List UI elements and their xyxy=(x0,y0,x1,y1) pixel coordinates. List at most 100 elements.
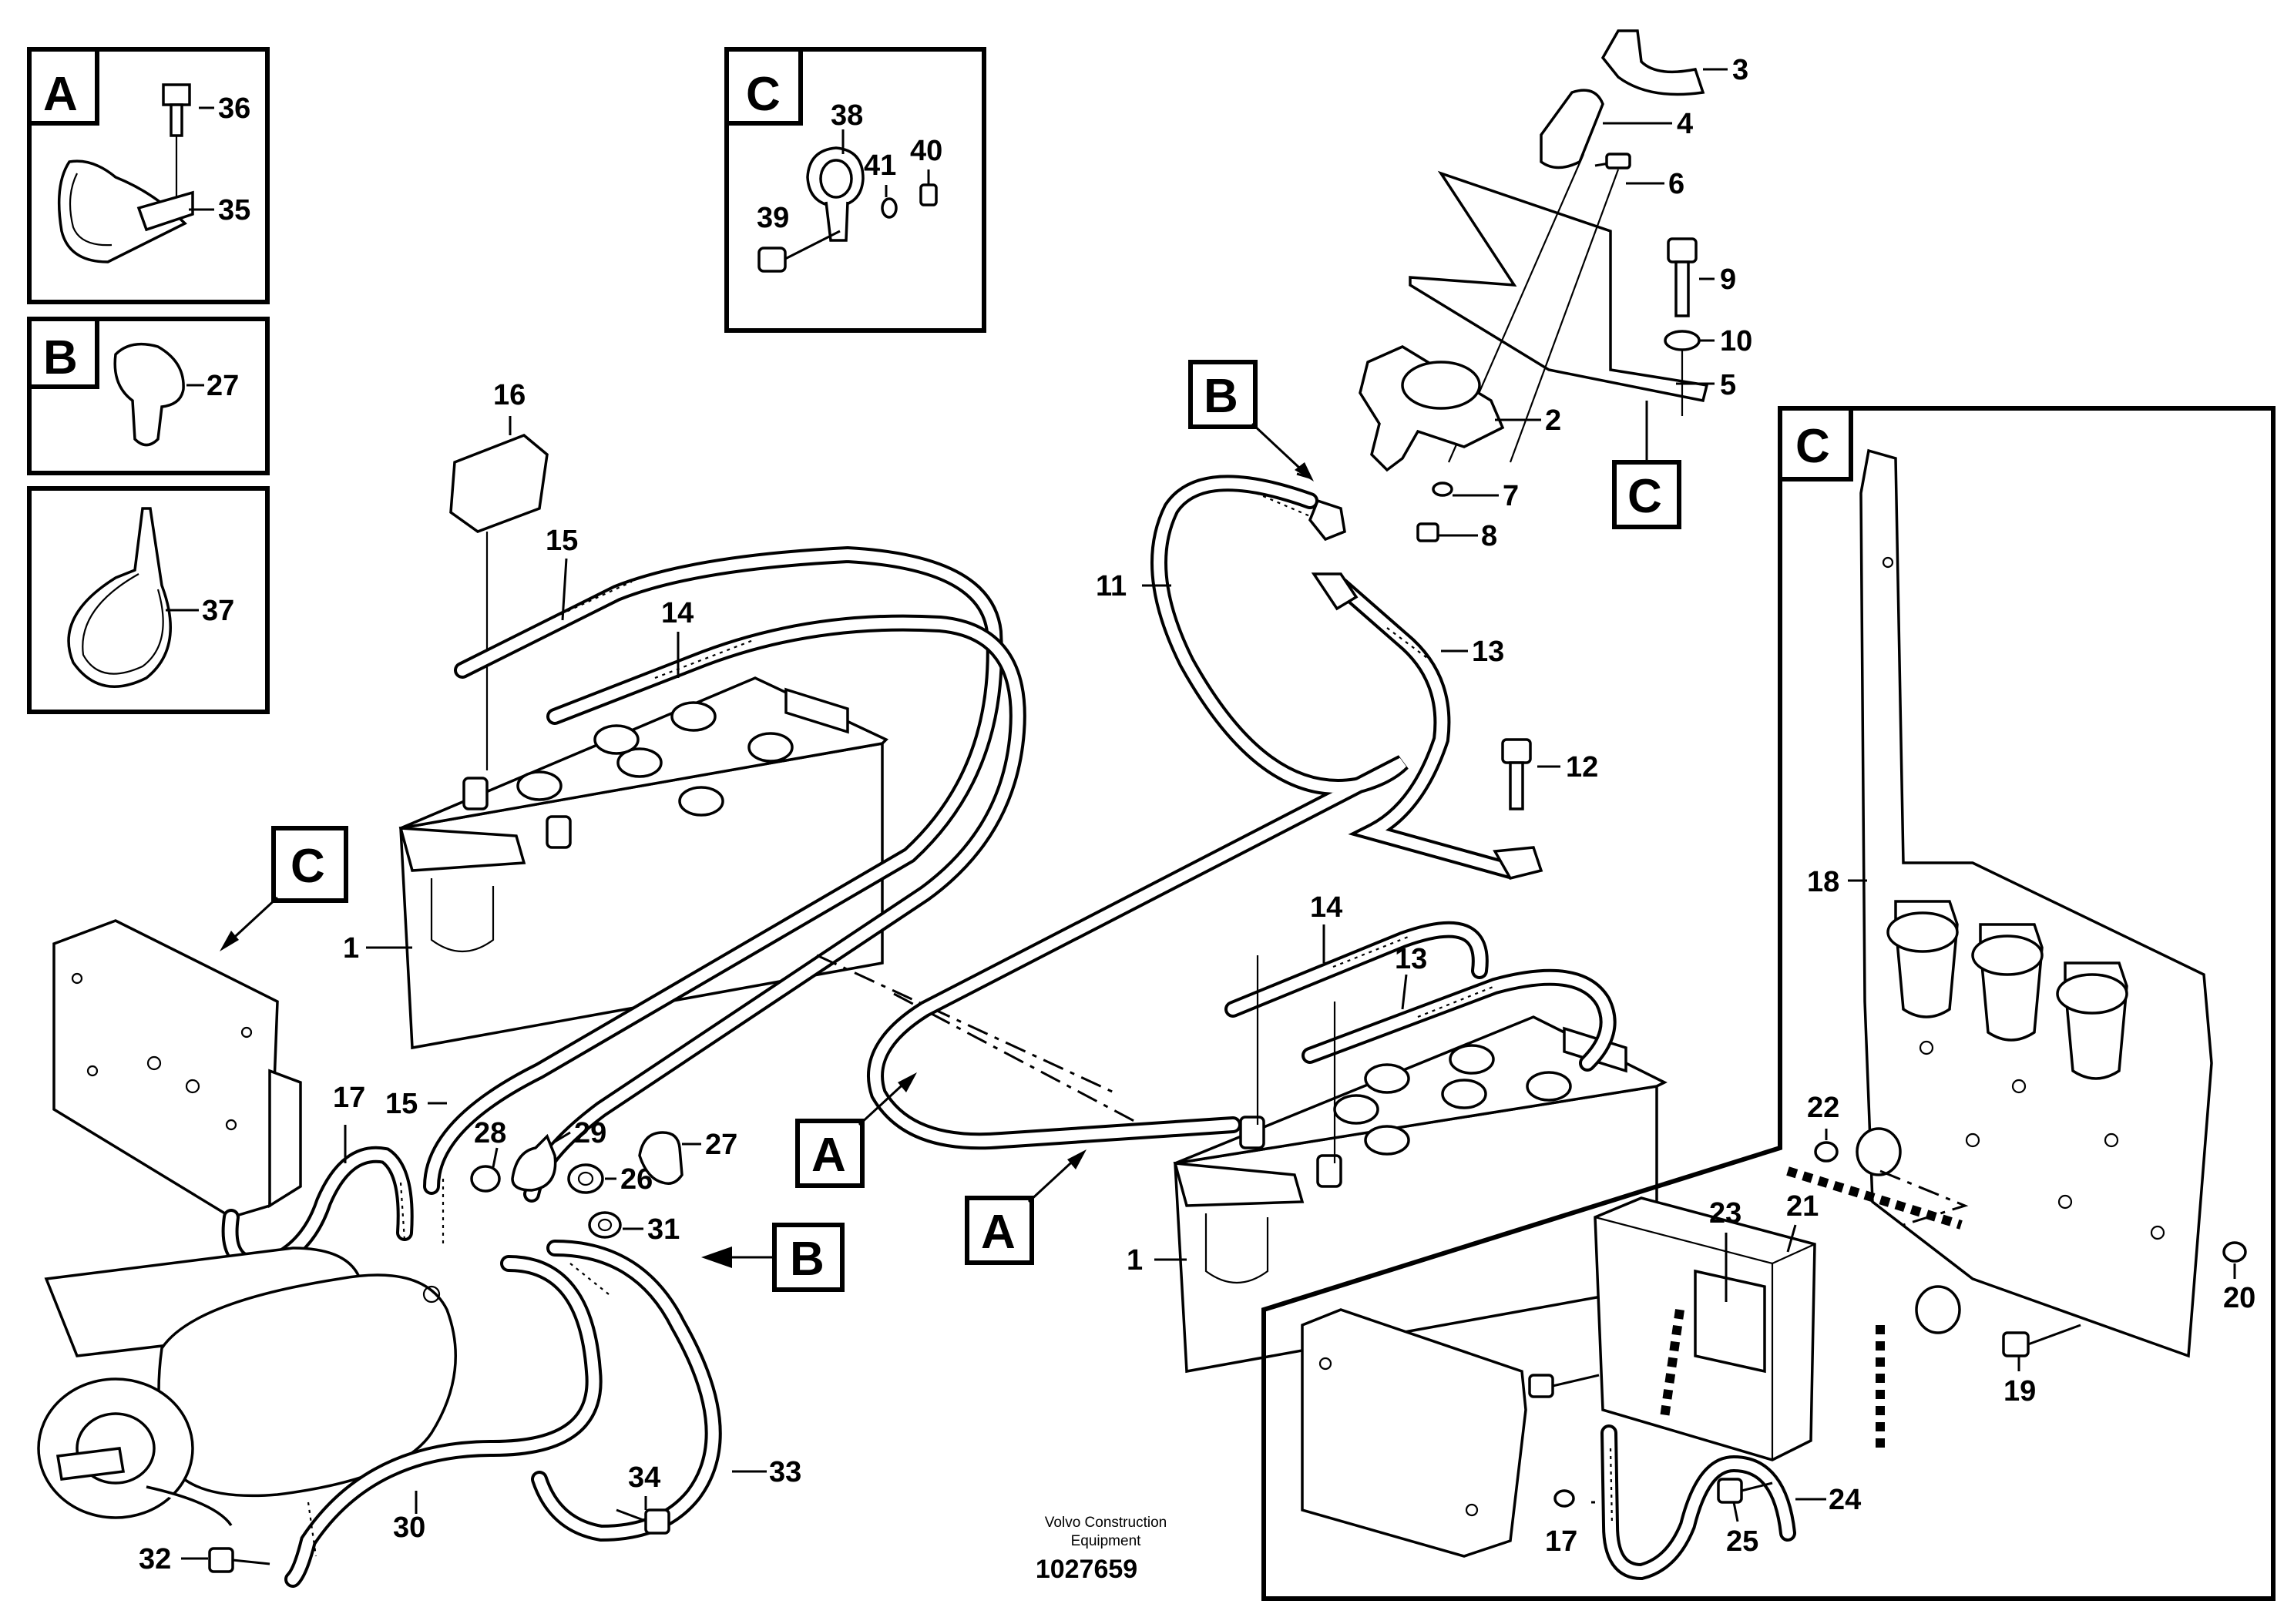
callout-13-top: 13 xyxy=(1472,636,1504,668)
cap-27 xyxy=(638,1131,683,1185)
callout-8: 8 xyxy=(1481,520,1497,552)
main-switch-assembly: 5 3 4 6 2 7 8 9 10 xyxy=(1359,29,1752,552)
nut-8 xyxy=(1416,522,1439,542)
callout-31: 31 xyxy=(647,1213,680,1246)
inset-b: B 27 xyxy=(27,317,270,475)
cable-tie-37 xyxy=(67,507,172,688)
callout-5: 5 xyxy=(1720,369,1736,401)
callout-30: 30 xyxy=(393,1512,425,1544)
svg-text:A: A xyxy=(811,1129,846,1182)
cable-17-detail: 17 xyxy=(1545,1424,1796,1581)
bolt-39 xyxy=(757,247,787,273)
callout-25: 25 xyxy=(1726,1525,1758,1558)
relays xyxy=(1886,900,2128,1080)
starter-motor xyxy=(37,1247,457,1527)
callout-19: 19 xyxy=(2003,1375,2036,1408)
credit-line-2: Equipment xyxy=(1071,1533,1142,1549)
callout-1-upper: 1 xyxy=(343,932,359,965)
svg-text:B: B xyxy=(1204,370,1238,423)
cable-13: 13 xyxy=(1311,572,1519,879)
inset-c-top: C 38 39 41 40 xyxy=(724,47,986,333)
cable-33: 33 xyxy=(531,1240,801,1542)
svg-text:C: C xyxy=(1627,470,1662,523)
detail-c-letter: C xyxy=(1795,420,1830,473)
cable-15-lower: 15 xyxy=(385,1088,447,1248)
inset-a-letter: A xyxy=(43,68,78,121)
rubber-mounts xyxy=(1856,1127,1961,1334)
callout-12: 12 xyxy=(1566,751,1598,783)
callout-23: 23 xyxy=(1709,1197,1741,1230)
callout-10: 10 xyxy=(1720,325,1752,357)
washer-31: 31 xyxy=(588,1211,680,1246)
callout-14-upper: 14 xyxy=(661,597,694,629)
callout-35: 35 xyxy=(218,194,250,226)
washer-22: 22 xyxy=(1786,1092,1969,1230)
svg-text:A: A xyxy=(981,1206,1016,1259)
callout-29: 29 xyxy=(574,1117,606,1149)
junction-box-21: 21 23 xyxy=(1594,1190,1885,1461)
callout-21: 21 xyxy=(1786,1190,1819,1223)
callout-1-lower: 1 xyxy=(1127,1244,1143,1277)
terminal-3 xyxy=(1600,29,1705,96)
callout-27-main: 27 xyxy=(705,1129,737,1161)
callout-13-lower: 13 xyxy=(1395,943,1427,975)
callout-40: 40 xyxy=(910,135,942,167)
washer-7 xyxy=(1432,481,1453,497)
reference-number: 1027659 xyxy=(1036,1555,1137,1584)
callout-20: 20 xyxy=(2223,1282,2255,1314)
washer-26 xyxy=(567,1163,604,1194)
terminal-cover-16: 16 xyxy=(449,379,549,770)
callout-22: 22 xyxy=(1807,1092,1839,1124)
battery-upper: 1 xyxy=(343,676,888,1050)
callout-9: 9 xyxy=(1720,263,1736,296)
ref-box-b-lower: B xyxy=(701,1223,845,1292)
inset-c-top-letter: C xyxy=(746,68,781,121)
cable-13-lower: 13 xyxy=(1302,943,1617,1163)
inset-b-letter: B xyxy=(43,331,78,384)
callout-34: 34 xyxy=(628,1461,660,1494)
callout-18: 18 xyxy=(1807,866,1839,898)
bolt-25: 25 xyxy=(1717,1478,1773,1558)
screw-6 xyxy=(1605,153,1631,169)
hose-clamp xyxy=(57,159,187,263)
bolt-34: 34 xyxy=(616,1461,670,1535)
callout-11: 11 xyxy=(1096,570,1127,602)
callout-32: 32 xyxy=(139,1543,171,1575)
bolt-9 xyxy=(1667,237,1698,263)
washer-10 xyxy=(1664,330,1701,351)
small-parts-26-29: 28 29 26 27 xyxy=(470,1117,737,1196)
callout-27-inset: 27 xyxy=(207,370,239,402)
connector-24: 24 xyxy=(1795,1484,1861,1516)
cable-14-upper: 14 xyxy=(523,597,1026,1203)
callout-3: 3 xyxy=(1732,54,1748,86)
callout-15-lower: 15 xyxy=(385,1088,418,1120)
knob-4 xyxy=(1540,89,1604,169)
bolt-junction xyxy=(1528,1374,1600,1398)
ref-box-a-1: A xyxy=(795,1072,917,1188)
credit-line-1: Volvo Construction xyxy=(1045,1515,1167,1531)
callout-6: 6 xyxy=(1668,168,1684,200)
detail-c-frame: C xyxy=(1261,406,2276,1601)
svg-text:B: B xyxy=(790,1233,825,1286)
callout-17-left: 17 xyxy=(333,1082,365,1114)
washer-41 xyxy=(881,197,898,219)
callout-17-detail: 17 xyxy=(1545,1525,1577,1558)
bolt-19: 19 xyxy=(2002,1324,2081,1408)
callout-24: 24 xyxy=(1829,1484,1861,1516)
washer-20: 20 xyxy=(2222,1241,2255,1314)
junction-cover xyxy=(1301,1308,1527,1558)
callout-2: 2 xyxy=(1545,404,1561,437)
mounting-plate-18: 18 xyxy=(1807,448,2213,1358)
protective-cap-27 xyxy=(113,342,185,447)
nut-40 xyxy=(919,183,938,206)
callout-15-upper: 15 xyxy=(546,525,578,557)
relay-plate-left xyxy=(52,919,302,1219)
cable-11: 11 xyxy=(867,475,1409,1150)
cap-29 xyxy=(511,1133,557,1192)
bracket-5 xyxy=(1409,170,1709,403)
callout-7: 7 xyxy=(1503,480,1519,512)
cable-15-upper: 15 xyxy=(423,525,1003,1195)
callout-4: 4 xyxy=(1677,108,1693,140)
